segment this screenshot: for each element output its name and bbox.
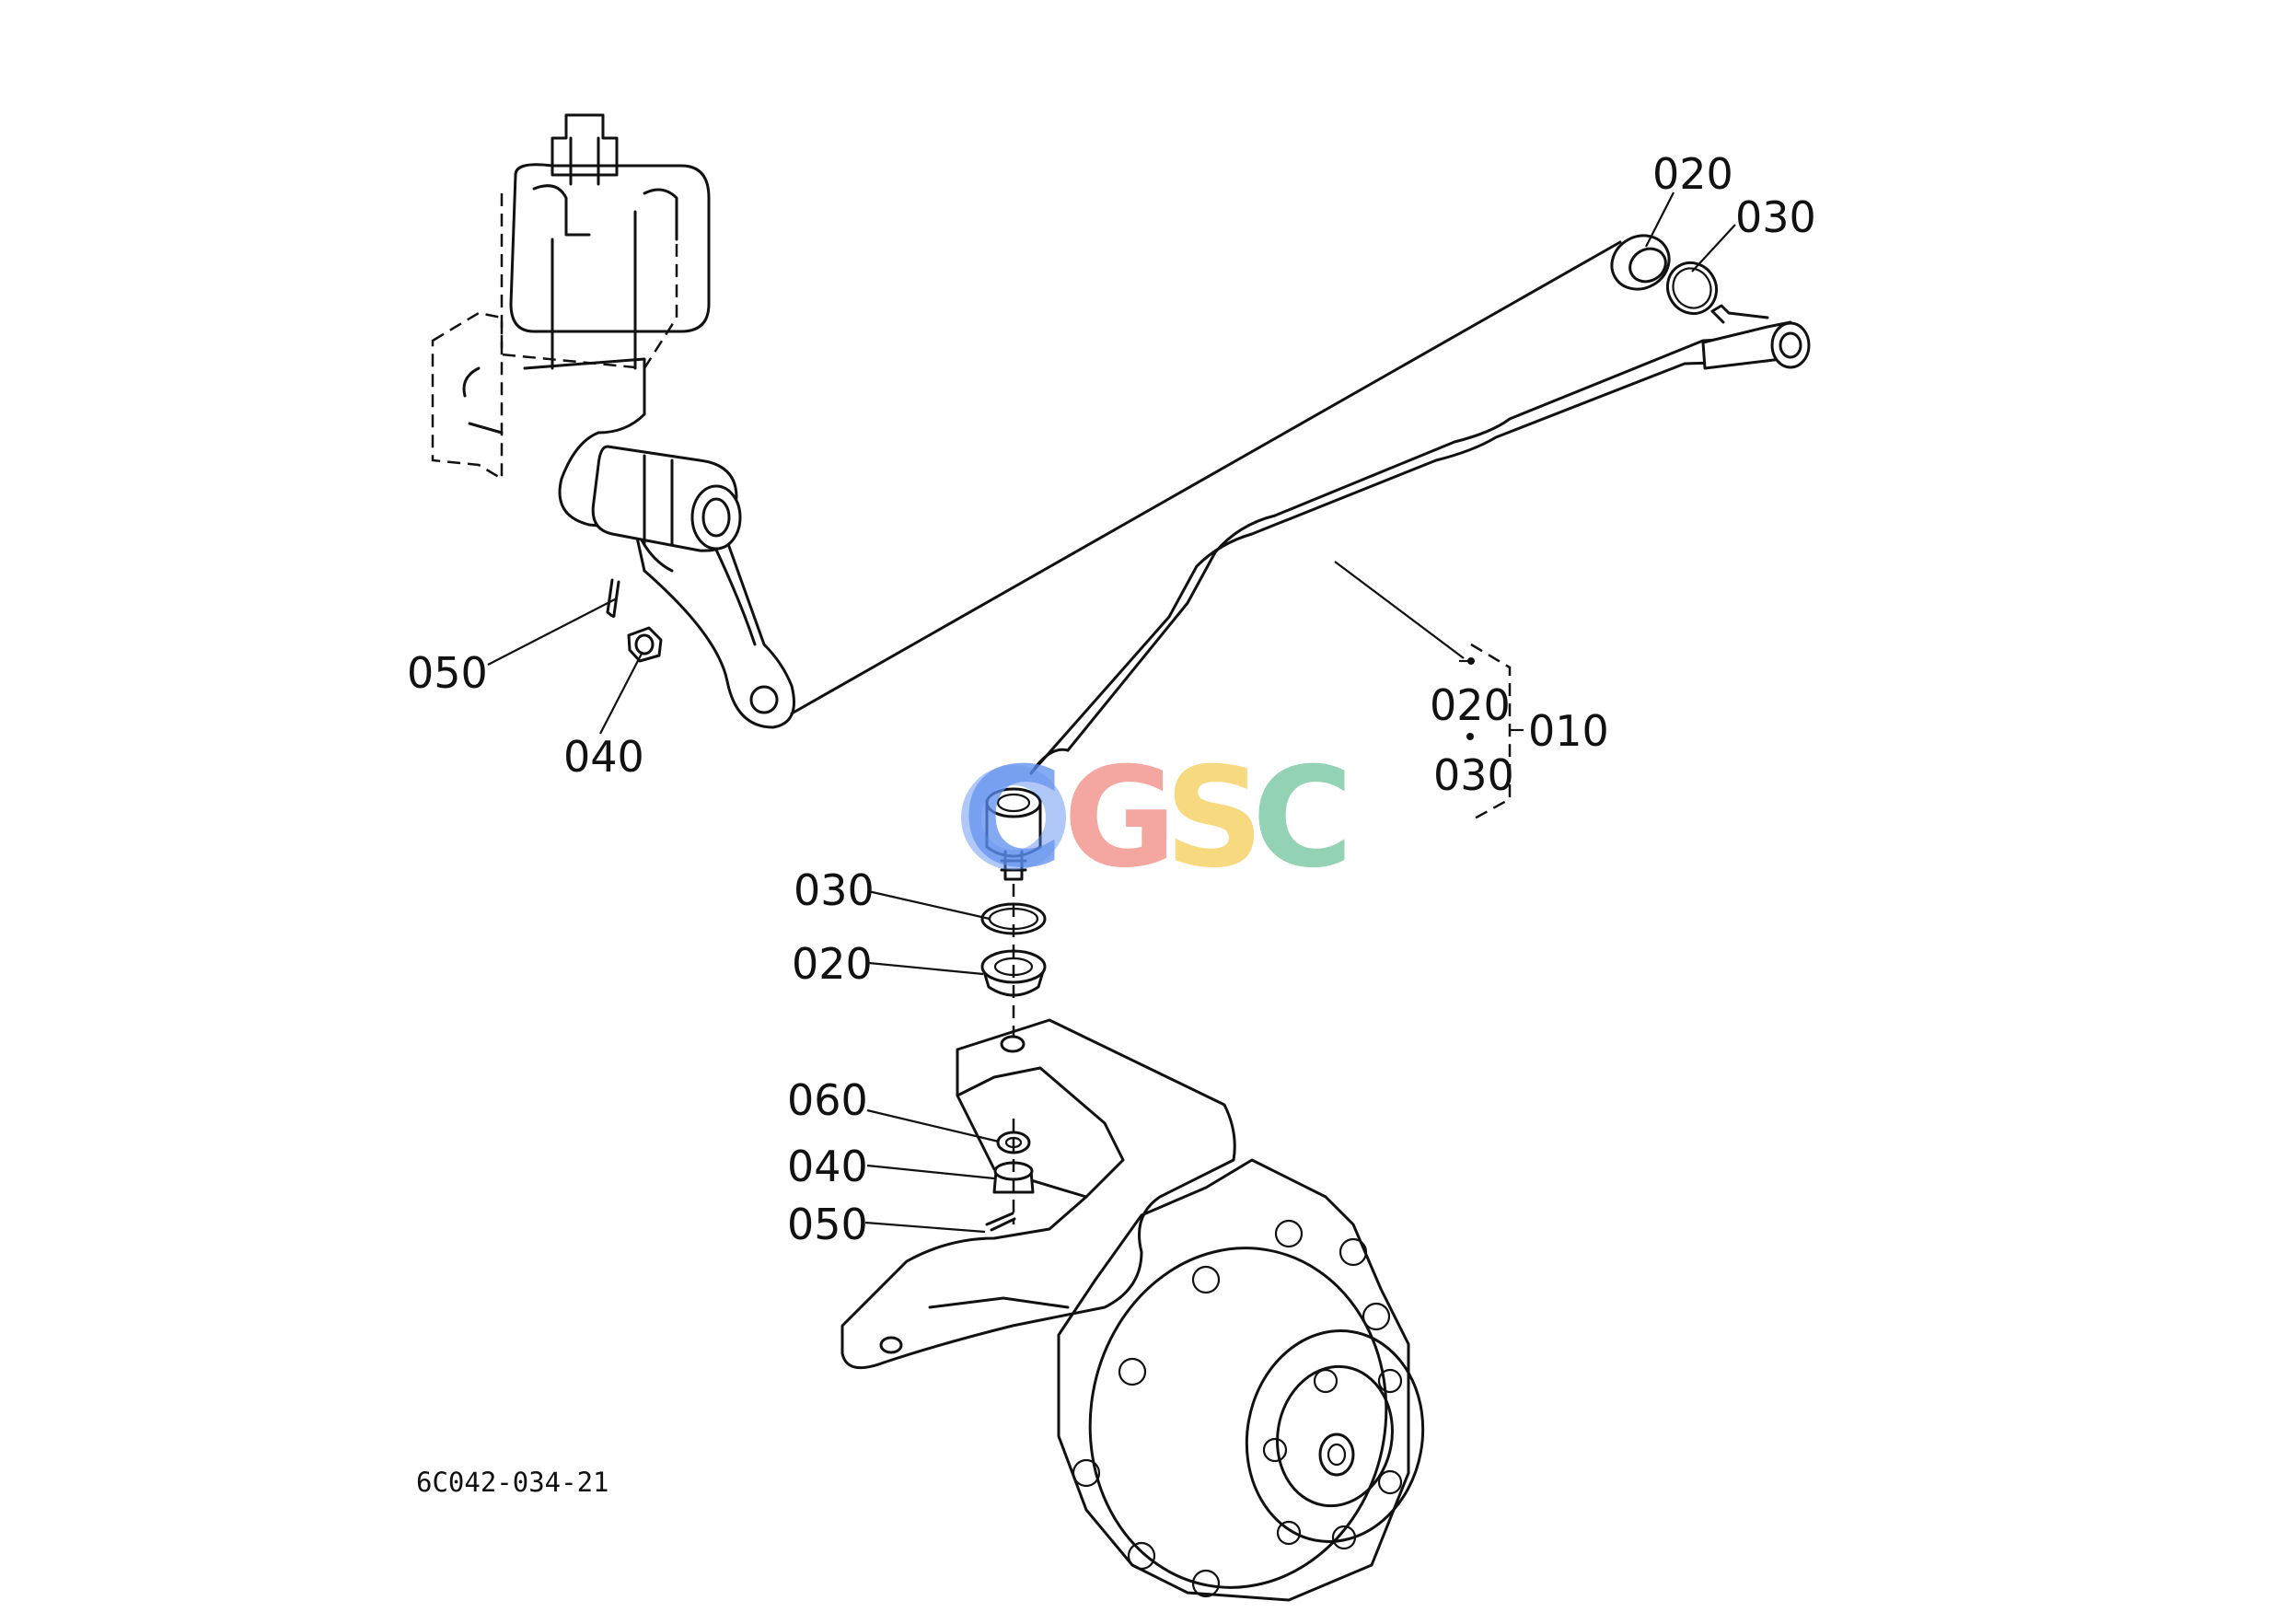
cotter-pin-low — [985, 1212, 1016, 1232]
retaining-ring-top — [1665, 261, 1719, 316]
callout-030-group: 030 — [1433, 750, 1514, 800]
callout-050-low: 050 — [787, 1200, 868, 1249]
steering-gearbox — [431, 113, 795, 729]
callout-020-group: 020 — [1430, 680, 1511, 730]
tie-rod — [1029, 304, 1811, 775]
watermark-logo: C G S C — [961, 738, 1353, 899]
callout-060-low: 060 — [787, 1075, 868, 1125]
watermark-letter-3: S — [1165, 738, 1264, 899]
watermark-letter-2: G — [1063, 738, 1176, 899]
callout-010-group: 010 — [1528, 706, 1609, 756]
callout-020-top: 020 — [1652, 149, 1733, 199]
leader-lines — [487, 191, 1736, 1234]
wheel-hub — [1057, 1158, 1425, 1602]
tie-rod-end-center — [985, 787, 1042, 881]
knuckle-arm — [840, 1018, 1236, 1370]
callout-040-left: 040 — [563, 732, 644, 782]
castle-nut-left — [627, 626, 663, 663]
watermark-letter-4: C — [1252, 738, 1353, 899]
callout-040-low: 040 — [787, 1142, 868, 1191]
watermark-letter-1: C — [962, 738, 1063, 899]
dust-seal-top — [1610, 234, 1671, 291]
callout-020-mid: 020 — [792, 939, 873, 989]
drag-link — [790, 240, 1622, 715]
drawing-id: 6C042-034-21 — [416, 1467, 609, 1498]
callout-030-mid: 030 — [794, 865, 875, 915]
cotter-pin-left — [606, 578, 620, 618]
callout-050-left: 050 — [407, 648, 488, 698]
callout-030-top: 030 — [1735, 192, 1816, 242]
